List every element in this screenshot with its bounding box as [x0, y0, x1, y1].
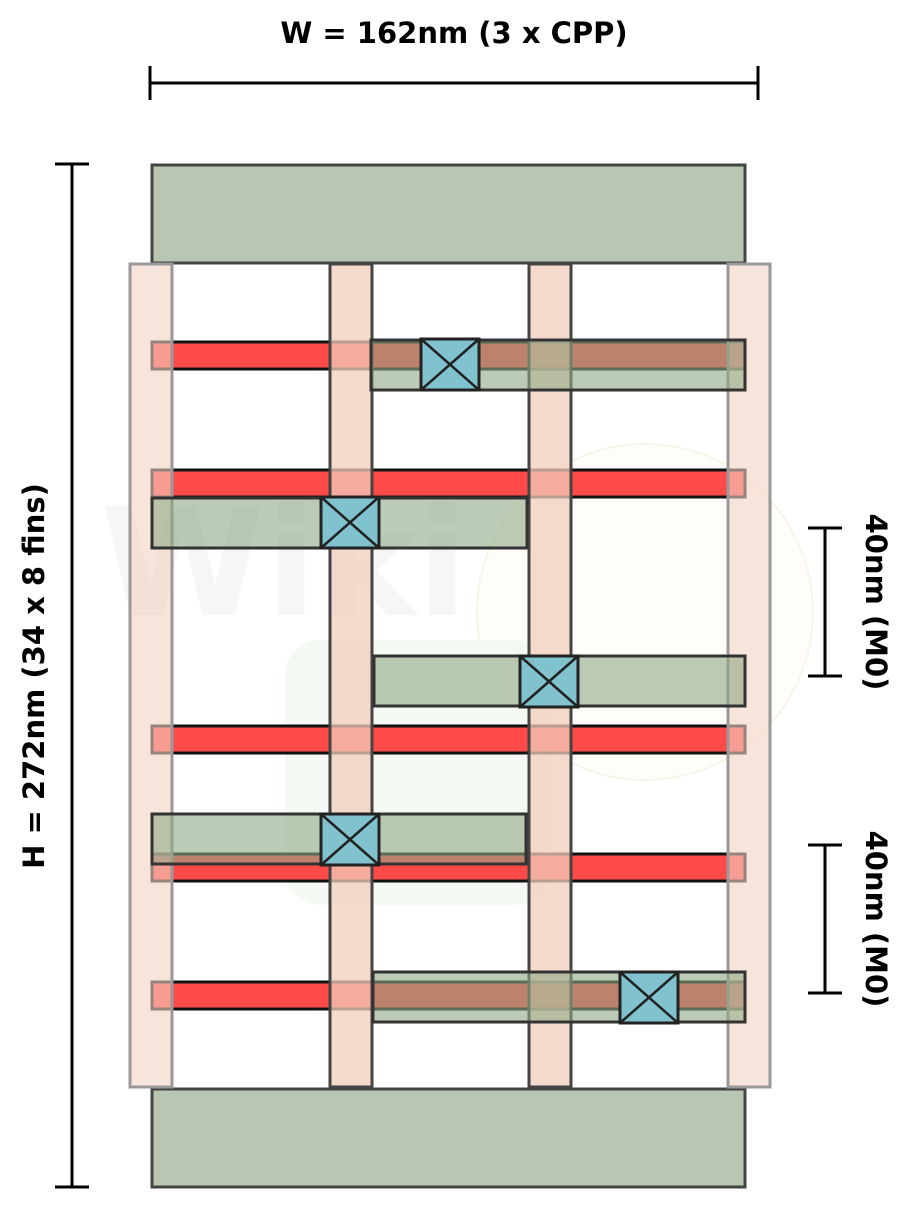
via-3	[518, 654, 580, 709]
gates	[128, 262, 772, 1089]
m0-track-3	[150, 724, 747, 755]
active-pad-5	[371, 970, 747, 1024]
active-pads	[150, 338, 747, 1024]
m0-pitch-dimension-lower: 40nm (M0)	[808, 831, 893, 1008]
via-5	[618, 970, 680, 1025]
width-label: W = 162nm (3 x CPP)	[280, 16, 627, 50]
m0-track-2	[150, 468, 747, 499]
width-dimension: W = 162nm (3 x CPP)	[148, 16, 760, 100]
gate-1	[328, 262, 374, 1089]
via-1	[419, 337, 481, 392]
height-dimension: H = 272nm (34 x 8 fins)	[17, 162, 89, 1189]
m0-pitch-dimension-upper: 40nm (M0)	[808, 514, 893, 691]
bottom-power-rail	[150, 1087, 747, 1189]
via-4	[319, 812, 381, 867]
m0-pitch-label-upper: 40nm (M0)	[859, 514, 893, 691]
vias	[319, 337, 680, 1025]
m0-pitch-label-lower: 40nm (M0)	[859, 831, 893, 1008]
top-power-rail	[150, 163, 747, 265]
dummy-gate-left	[128, 262, 174, 1089]
via-2	[319, 495, 381, 550]
height-label: H = 272nm (34 x 8 fins)	[17, 483, 51, 869]
